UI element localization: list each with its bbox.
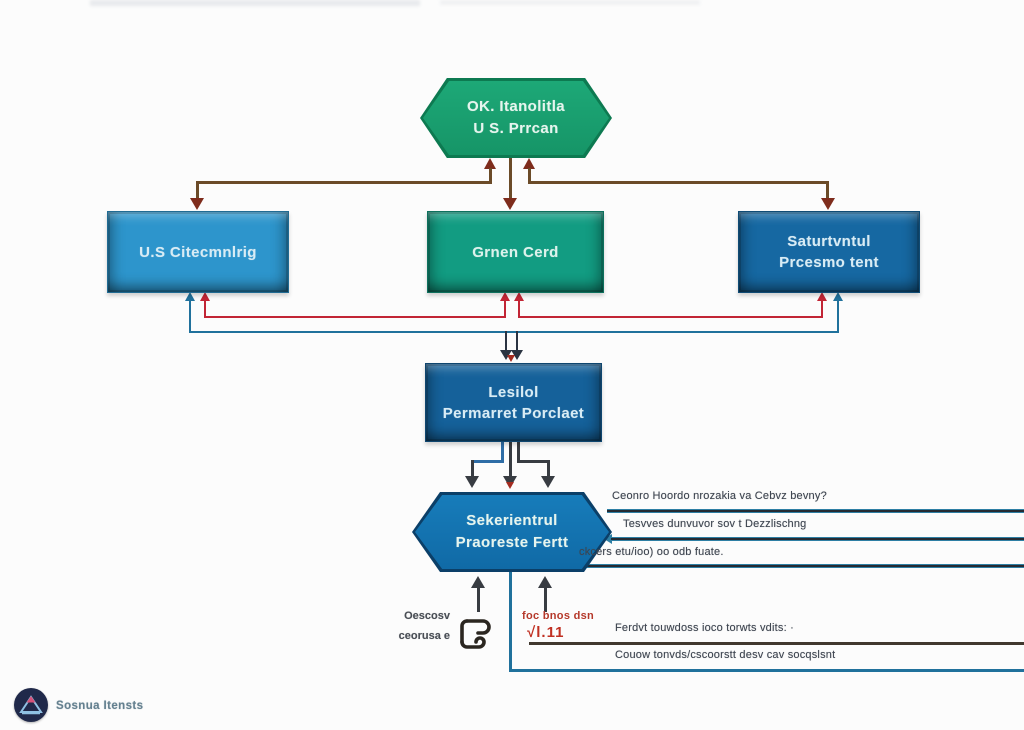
node-green-card-label: Grnen Cerd [472,243,559,261]
connector-blue-exit-v [509,572,512,672]
branch-label-2: Tesvves dunvuvor sov t Dezzlischng [623,518,807,530]
connector-tree-right-stub [528,168,531,184]
brand-logo [14,688,48,722]
node-green-card-box: Grnen Cerd [427,211,604,293]
arrowhead-up-red-greencard-right [514,292,524,301]
connector-red-left-h [204,316,506,318]
node-us-person-body: OK. Itanolitla U S. Prrcan [423,81,609,155]
arrowhead-up-blue-citizenship [185,292,195,301]
arrowhead-down-hex-left [465,476,479,488]
connector-red-left-v [204,300,206,318]
connector-tree-mid [509,157,512,199]
connector-lpr-drop-right [516,331,518,351]
connector-tree-left-stub [489,168,492,184]
node-lpr-box: Lesilol Permarret Porclaet [425,363,602,442]
arrowhead-left-branch-2 [604,534,612,544]
bottom-rule-line [529,642,1024,645]
connector-blue-exit-h [509,669,1024,672]
branch-line-1 [607,509,1024,513]
node-lpr-label-2: Permarret Porclaet [442,404,585,422]
node-presence-box: Saturtvntul Prcesmo tent [738,211,920,293]
node-us-person-hexagon: OK. Itanolitla U S. Prrcan [420,78,612,158]
node-presence-label-2: Prcesmo tent [779,254,879,271]
arrowhead-up-red-citizenship [200,292,210,301]
arrowhead-up-hex-right [538,576,552,588]
red-formula-text: √l.11 [527,624,565,641]
arrowhead-down-greencard [503,198,517,210]
connector-red-mid-left-v [504,300,506,318]
arrowhead-up-tophex-left [484,158,496,169]
arrowhead-up-blue-presence [833,292,843,301]
connector-up-left-stem [477,588,480,612]
mountain-icon [19,695,43,715]
connector-fan-right-h [517,460,550,463]
rule-label-top: Ferdvt touwdoss ioco torwts vdits: · [615,622,794,634]
top-edge-artifact [440,0,700,5]
arrowhead-down-red-lpr [507,355,515,362]
arrowhead-up-tophex-right [523,158,535,169]
connector-fan-right-v1 [517,440,520,463]
connector-lpr-drop-left [505,331,507,351]
connector-fan-left-v2 [471,460,474,478]
note-left-line-2: ceorusa e [398,630,450,642]
branch-line-3 [577,564,1024,568]
brand-name: Sosnua Itensts [56,700,144,712]
node-presence-test-body: Sekerientrul Praoreste Fertt [415,495,609,569]
connector-fan-left-h [471,460,504,463]
node-presence-test-label-1: Sekerientrul [466,512,558,529]
branch-line-2 [611,537,1024,541]
note-left-text: Oescosv ceorusa e [385,606,450,646]
rule-label-bottom: Couow tonvds/cscoorstt desv cav socqslsn… [615,649,836,661]
arrowhead-down-lpr-right [511,350,523,360]
connector-blue-right-v [837,300,839,333]
arrowhead-up-red-greencard-left [500,292,510,301]
arrowhead-down-presence [821,198,835,210]
connector-red-right-v [821,300,823,318]
connector-blue-h [189,331,839,333]
arrowhead-down-citizenship [190,198,204,210]
branch-label-1: Ceonro Hoordo nrozakia va Cebvz bevny? [612,490,827,502]
connector-tree-right-v [826,181,829,199]
node-us-person-label-1: OK. Itanolitla [466,98,566,115]
connector-fan-left-v1 [501,440,504,463]
connector-tree-left-h [196,181,491,184]
node-us-person-label-2: U S. Prrcan [473,120,559,137]
top-edge-artifact [90,0,420,6]
connector-up-right-stem [544,588,547,612]
note-left-line-1: Oescosv [404,610,450,622]
node-presence-test-label-2: Praoreste Fertt [455,534,569,551]
arrowhead-up-red-presence [817,292,827,301]
connector-fan-right-v2 [547,460,550,478]
arrowhead-down-hex-right [541,476,555,488]
arrowhead-down-lpr-left [500,350,512,360]
arrowhead-up-hex-left [471,576,485,588]
node-presence-test-hexagon: Sekerientrul Praoreste Fertt [412,492,612,572]
connector-fan-mid [509,440,512,478]
node-presence-label-1: Saturtvntul [787,233,871,250]
arrowhead-down-red-hex [506,482,514,489]
red-note-text: foc bnos dsn [522,610,595,622]
branch-label-3: ckcers etu/ioo) oo odb fuate. [579,546,724,558]
scroll-icon [452,614,494,654]
connector-blue-left-v [189,300,191,333]
node-lpr-label-1: Lesilol [488,383,539,401]
node-citizenship-box: U.S Citecmnlrig [107,211,289,293]
node-citizenship-label: U.S Citecmnlrig [139,243,257,261]
connector-red-mid-right-v [518,300,520,318]
connector-tree-right-h [528,181,828,184]
connector-tree-left-v [196,181,199,199]
connector-red-right-h [518,316,823,318]
